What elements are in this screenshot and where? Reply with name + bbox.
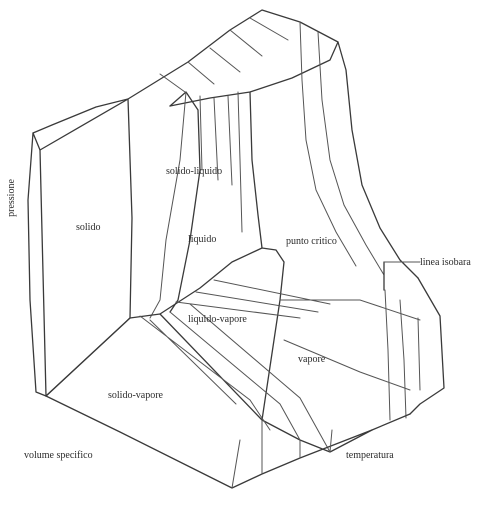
isobar-label: linea isobara [420, 257, 471, 268]
liquid-face-edge [250, 92, 262, 248]
right-step-verticals [385, 290, 420, 420]
vapor-lines [280, 300, 420, 390]
surface-outline [28, 10, 444, 488]
specific-volume-axis-label: volume specifico [24, 450, 93, 461]
liquid-vapor-region-label: liquido-vapore [188, 314, 247, 325]
base-edges [46, 396, 372, 488]
solid-liquid-groove [170, 92, 200, 312]
plateau-lines [160, 18, 288, 92]
solid-face-outline [28, 99, 132, 396]
floor-lines [140, 304, 330, 452]
liquid-face-inner [238, 92, 242, 232]
liquid-region-label: liquido [188, 234, 216, 245]
right-gas-surface [338, 42, 418, 278]
temperature-axis-label: temperatura [346, 450, 394, 461]
pressure-axis-label: pressione [6, 179, 17, 217]
vapor-region-label: vapore [298, 354, 326, 365]
solid-liquid-region-label: solido-liquido [166, 166, 222, 177]
solid-vapor-region-label: solido-vapore [108, 390, 164, 401]
critical-point-label: punto critico [286, 236, 337, 247]
top-plateau [40, 10, 338, 150]
solid-region-label: solido [76, 222, 100, 233]
solid-top-rim [33, 133, 46, 396]
right-step-face [410, 278, 444, 414]
